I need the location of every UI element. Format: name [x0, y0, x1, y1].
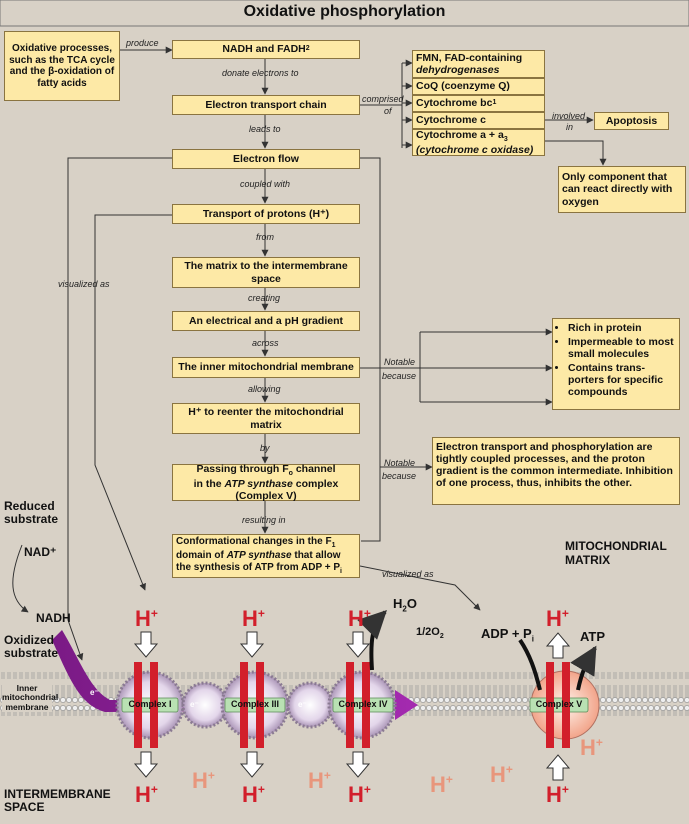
title-band: [0, 0, 689, 27]
label-of: of: [384, 106, 392, 116]
label-in: in: [566, 122, 574, 132]
box-inner-membrane: The inner mitochondrial membrane: [172, 357, 360, 378]
box-cytochrome-c: Cytochrome c: [412, 112, 545, 129]
label-inner-membrane: Inner mitochondrial membrane: [2, 683, 59, 713]
label-comprised: comprised: [362, 94, 404, 104]
conf-line-1: Conformational changes in the F1: [176, 536, 336, 550]
label-because-2: because: [382, 471, 417, 481]
proton-channels: [134, 662, 570, 748]
box-oxidative-processes: Oxidative processes, such as the TCA cyc…: [4, 31, 120, 101]
box-passing-through: Passing through Fo channel in the ATP sy…: [172, 462, 360, 503]
label-notable-2: Notable: [384, 458, 416, 468]
proton-h-ims-2: H+: [242, 782, 265, 807]
label-coupled-with: coupled with: [240, 179, 291, 189]
label-creating: creating: [248, 293, 281, 303]
label-complex-5: Complex V: [535, 699, 583, 709]
label-complex-3: Complex III: [230, 699, 279, 709]
proton-h-matrix-2: H+: [242, 606, 265, 631]
box-h-reenter: H⁺ to reenter the mitochondrial matrix: [172, 403, 360, 434]
proton-white-arrows: [133, 631, 571, 781]
proton-h-matrix-5: H+: [546, 606, 569, 631]
label-visualized-as-right: visualized as: [382, 569, 434, 579]
box-gradient: An electrical and a pH gradient: [172, 311, 360, 331]
label-intermembrane-space: INTERMEMBRANE SPACE: [4, 787, 111, 815]
box-electron-transport-chain: Electron transport chain: [172, 95, 360, 115]
diagram-title: Oxidative phosphorylation: [243, 3, 446, 20]
list-item: Contains trans-porters for specific comp…: [568, 362, 676, 398]
label-oxidized-substrate: Oxidized substrate: [4, 633, 59, 661]
proton-h-ims-1: H+: [135, 782, 158, 807]
label-mitochondrial-matrix: MITOCHONDRIAL MATRIX: [565, 539, 667, 567]
box-fmn-fad: FMN, FAD-containing dehydrogenases: [412, 50, 545, 78]
label-nadh: NADH: [36, 611, 71, 625]
box-coupled-processes: Electron transport and phosphorylation a…: [432, 437, 680, 505]
label-resulting-in: resulting in: [242, 515, 286, 525]
box-membrane-properties: Rich in protein Impermeable to most smal…: [552, 318, 680, 410]
proton-h-pale-4: H+: [490, 762, 513, 787]
proton-h-pale-3: H+: [430, 772, 453, 797]
list-item: Impermeable to most small molecules: [568, 336, 676, 360]
label-h2o: H2O: [393, 596, 417, 614]
label-leads-to: leads to: [249, 124, 281, 134]
proton-h-pale-2: H+: [308, 768, 331, 793]
label-by: by: [260, 443, 270, 453]
list-item: Rich in protein: [568, 322, 676, 334]
label-complex-4: Complex IV: [338, 699, 388, 709]
passing-line-3: (Complex V): [235, 490, 297, 503]
label-electron-1: e⁻: [90, 688, 99, 697]
conf-line-3: the synthesis of ATP from ADP + Pi: [176, 561, 342, 575]
label-visualized-as-left: visualized as: [58, 279, 110, 289]
passing-line-2: in the ATP synthase complex: [193, 478, 339, 491]
box-coq: CoQ (coenzyme Q): [412, 78, 545, 95]
conf-line-2: domain of ATP synthase that allow: [176, 550, 341, 562]
label-adp-pi: ADP + Pi: [481, 626, 534, 644]
label-nad-plus: NAD⁺: [24, 545, 57, 559]
label-because-1: because: [382, 371, 417, 381]
membrane-properties-list: Rich in protein Impermeable to most smal…: [556, 322, 676, 400]
label-atp: ATP: [580, 629, 606, 644]
label-half-o2: 1/2O2: [416, 626, 444, 641]
label-electron-3: e⁻: [298, 700, 307, 709]
box-cytochrome-aa3: Cytochrome a + a3 (cytochrome c oxidase): [412, 129, 545, 156]
label-donate: donate electrons to: [222, 68, 299, 78]
box-transport-of-protons: Transport of protons (H⁺): [172, 204, 360, 224]
proton-h-matrix-3: H+: [348, 606, 371, 631]
proton-h-ims-5: H+: [546, 782, 569, 807]
proton-h-matrix-1: H+: [135, 606, 158, 631]
proton-h-pale-5: H+: [580, 735, 603, 760]
passing-line-1: Passing through Fo channel: [196, 462, 336, 477]
label-across: across: [252, 338, 279, 348]
label-from: from: [256, 232, 274, 242]
proton-h-pale-1: H+: [192, 768, 215, 793]
label-allowing: allowing: [248, 384, 281, 394]
box-matrix-to-ims: The matrix to the intermembrane space: [172, 257, 360, 288]
label-complex-1: Complex I: [128, 699, 172, 709]
label-reduced-substrate: Reduced substrate: [4, 499, 59, 527]
box-apoptosis: Apoptosis: [594, 112, 669, 130]
label-notable-1: Notable: [384, 357, 416, 367]
box-electron-flow: Electron flow: [172, 149, 360, 169]
box-only-component: Only component that can react directly w…: [558, 166, 686, 213]
label-electron-2: e⁻: [190, 700, 199, 709]
box-conformational-changes: Conformational changes in the F1 domain …: [172, 534, 360, 578]
label-involved: involved: [552, 111, 586, 121]
label-produce: produce: [126, 38, 159, 48]
proton-h-ims-3: H+: [348, 782, 371, 807]
